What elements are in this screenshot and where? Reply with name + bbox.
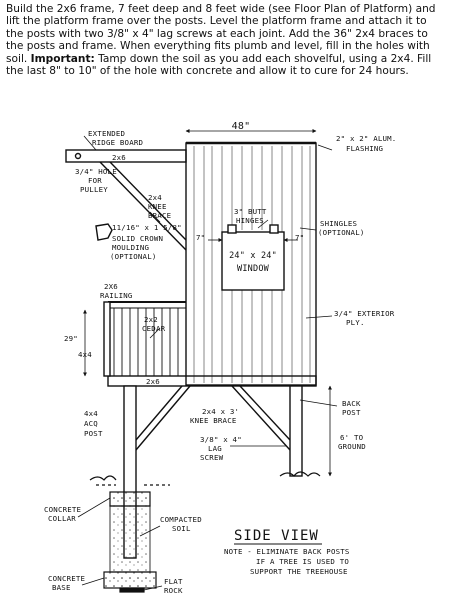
label-collar-1: CONCRETE xyxy=(44,505,81,514)
important-text: Tamp down the soil as you add each shove… xyxy=(6,52,432,78)
structure xyxy=(65,141,317,559)
label-pulley-3: PULLEY xyxy=(80,185,108,194)
label-base-1: CONCRETE xyxy=(48,574,85,583)
footing xyxy=(89,471,321,593)
label-pulley-1: 3/4" HOLE xyxy=(75,167,117,176)
label-lag-3: SCREW xyxy=(200,453,224,462)
label-note-2: IF A TREE IS USED TO xyxy=(256,557,349,566)
label-ridge-1: EXTENDED xyxy=(88,129,125,138)
label-crown-4: (OPTIONAL) xyxy=(110,252,157,261)
label-lag-2: LAG xyxy=(208,444,222,453)
label-floor-2x6: 2x6 xyxy=(146,377,160,386)
label-lag-1: 3/8" x 4" xyxy=(200,435,242,444)
hinge-right xyxy=(269,224,279,234)
concrete-collar xyxy=(109,491,151,507)
label-crown-1: 11/16" x 1 5/8" xyxy=(112,223,182,232)
label-ext-ply-2: PLY. xyxy=(346,318,365,327)
label-butt-2: HINGES xyxy=(236,216,264,225)
label-pulley-2: FOR xyxy=(88,176,102,185)
label-ground-1: 6' TO xyxy=(340,433,364,442)
label-rock-1: FLAT xyxy=(164,577,183,586)
label-railing-2: RAILING xyxy=(100,291,133,300)
instructions-body: Build the 2x6 frame, 7 feet deep and 8 f… xyxy=(6,3,436,65)
label-window-2: WINDOW xyxy=(237,264,270,274)
label-seven-left: 7" xyxy=(196,233,205,242)
crown-moulding xyxy=(95,223,113,241)
label-collar-2: COLLAR xyxy=(48,514,76,523)
instructions-text: Build the 2x6 frame, 7 feet deep and 8 f… xyxy=(6,3,446,77)
label-4x4: 4x4 xyxy=(78,350,92,359)
label-base-2: BASE xyxy=(52,583,71,592)
label-shingles-2: (OPTIONAL) xyxy=(318,228,365,237)
label-acq-3: POST xyxy=(84,429,103,438)
label-flashing-1: 2" x 2" ALUM. xyxy=(336,134,396,143)
label-railing-1: 2X6 xyxy=(104,282,118,291)
label-ground-2: GROUND xyxy=(338,442,366,451)
label-back-post-1: BACK xyxy=(342,399,361,408)
label-acq-2: ACQ xyxy=(84,419,98,428)
label-note-3: SUPPORT THE TREEHOUSE xyxy=(250,567,348,576)
label-flashing-2: FLASHING xyxy=(346,144,383,153)
labels: 48" 2" x 2" ALUM. FLASHING EXTENDED RIDG… xyxy=(44,121,396,595)
label-back-post-2: POST xyxy=(342,408,361,417)
label-ext-ply-1: 3/4" EXTERIOR xyxy=(334,309,395,318)
label-shingles-1: SHINGLES xyxy=(320,219,357,228)
concrete-base xyxy=(103,571,157,589)
ridge-board xyxy=(65,149,187,163)
label-knee-1: 2x4 xyxy=(148,193,162,202)
label-cedar-2: CEDAR xyxy=(142,324,166,333)
label-rock-2: ROCK xyxy=(164,586,183,595)
side-view-title: SIDE VIEW xyxy=(234,528,319,544)
flat-rock xyxy=(119,587,145,593)
window xyxy=(221,231,285,291)
compacted-soil xyxy=(109,505,151,573)
label-soil-1: COMPACTED xyxy=(160,515,202,524)
label-knee-brace-1: 2x4 x 3' xyxy=(202,407,239,416)
label-seven-right: 7" xyxy=(295,233,304,242)
label-crown-3: MOULDING xyxy=(112,243,149,252)
label-butt-1: 3" BUTT xyxy=(234,207,267,216)
label-ridge-2x6: 2x6 xyxy=(112,153,126,162)
label-ridge-2: RIDGE BOARD xyxy=(92,138,143,147)
label-knee-brace-2: KNEE BRACE xyxy=(190,416,237,425)
label-knee-3: BRACE xyxy=(148,211,171,220)
back-post xyxy=(289,385,303,477)
label-soil-2: SOIL xyxy=(172,524,191,533)
label-cedar-1: 2x2 xyxy=(144,315,158,324)
label-knee-2: KNEE xyxy=(148,202,167,211)
label-crown-2: SOLID CROWN xyxy=(112,234,163,243)
important-label: Important: xyxy=(30,52,95,65)
platform-floor xyxy=(107,375,317,387)
hinge-left xyxy=(227,224,237,234)
label-note-1: NOTE - ELIMINATE BACK POSTS xyxy=(224,547,350,556)
label-acq-1: 4x4 xyxy=(84,409,98,418)
dim-48: 48" xyxy=(232,121,251,132)
label-29: 29" xyxy=(64,334,78,343)
label-window-1: 24" x 24" xyxy=(229,251,277,261)
